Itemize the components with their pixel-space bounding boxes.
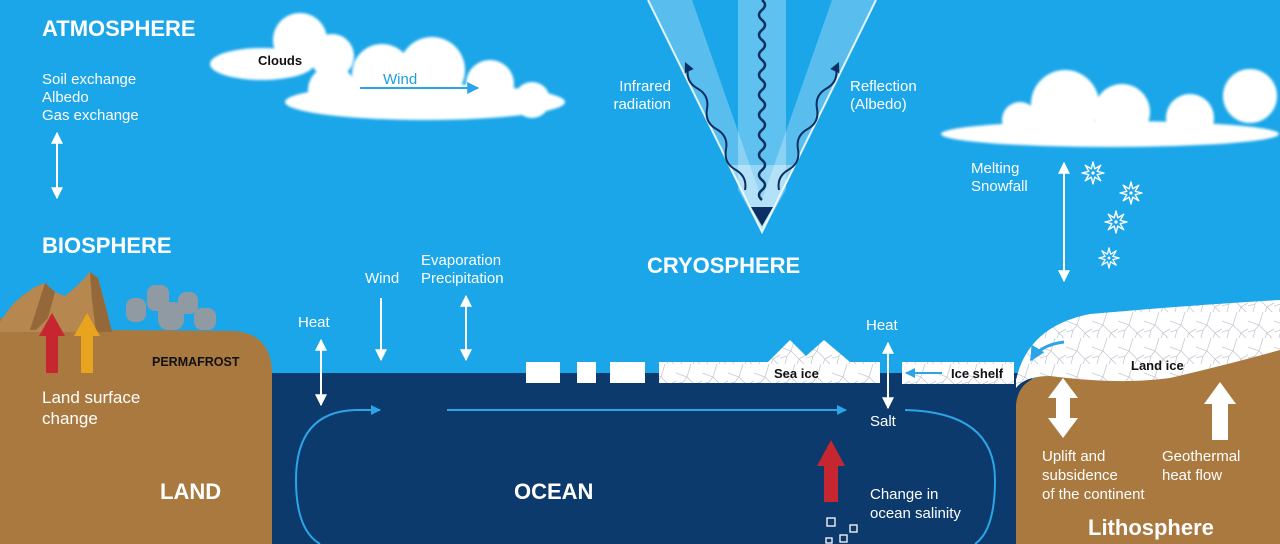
ocean-title: OCEAN xyxy=(514,479,593,504)
reflection-label-line2: (Albedo) xyxy=(850,96,907,113)
heat-left-label: Heat xyxy=(298,314,331,331)
infrared-wave-icon xyxy=(686,68,747,191)
incoming-radiation-arrowhead-icon xyxy=(751,207,773,226)
ice-floe xyxy=(610,362,645,383)
mountain-shadow xyxy=(90,272,112,332)
infrared-label-line1: Infrared xyxy=(619,78,671,95)
ice-floe xyxy=(526,362,560,383)
melting-label: Melting xyxy=(971,160,1019,177)
land-surface-change-line1: Land surface xyxy=(42,388,140,407)
ice-floe xyxy=(577,362,596,383)
land-ice-flow-arrow-icon xyxy=(1029,340,1065,362)
evaporation-label: Evaporation xyxy=(421,252,501,269)
land-ice-sheet xyxy=(1016,300,1280,388)
sea-ice xyxy=(659,340,880,383)
salt-bubbles-icon xyxy=(825,517,858,544)
snowfall-label: Snowfall xyxy=(971,178,1028,195)
land-title: LAND xyxy=(160,479,221,504)
sea-ice-label: Sea ice xyxy=(774,366,819,381)
cloud-wind-label: Wind xyxy=(383,71,417,88)
infrared-arrowhead-icon xyxy=(684,62,694,74)
circulation-left-arrow-icon xyxy=(294,405,381,544)
biosphere-title: BIOSPHERE xyxy=(42,233,172,258)
gas-exchange-label: Gas exchange xyxy=(42,107,139,124)
geothermal-label-line1: Geothermal xyxy=(1162,448,1240,465)
land-surface-arrow-red-icon xyxy=(39,313,65,373)
reflection-label-line1: Reflection xyxy=(850,78,917,95)
permafrost-label: PERMAFROST xyxy=(152,355,240,369)
mountains-icon xyxy=(0,272,112,332)
land-surface-arrow-orange-icon xyxy=(74,313,100,373)
clouds-label: Clouds xyxy=(258,53,302,68)
infrared-label-line2: radiation xyxy=(613,96,671,113)
uplift-label-line2: subsidence xyxy=(1042,467,1118,484)
incoming-radiation-wave-icon xyxy=(757,0,767,201)
reflection-arrowhead-icon xyxy=(830,62,840,74)
land-ice-label: Land ice xyxy=(1131,358,1184,373)
precipitation-label: Precipitation xyxy=(421,270,504,287)
lithosphere-title: Lithosphere xyxy=(1088,515,1214,540)
land-mass-left xyxy=(0,318,272,544)
cryosphere-title: CRYOSPHERE xyxy=(647,253,800,278)
ocean-circulation xyxy=(294,405,997,544)
cloud-right-icon xyxy=(941,69,1279,147)
geothermal-label-line2: heat flow xyxy=(1162,467,1222,484)
albedo-label: Albedo xyxy=(42,89,89,106)
beam-center xyxy=(738,0,786,232)
solar-beam xyxy=(647,0,877,235)
uplift-label-line1: Uplift and xyxy=(1042,448,1105,465)
land-surface-change-line2: change xyxy=(42,409,98,428)
ice-shelf xyxy=(902,362,1014,384)
surface-wind-label: Wind xyxy=(365,270,399,287)
atmosphere-title: ATMOSPHERE xyxy=(42,16,196,41)
geothermal-arrow-icon xyxy=(1204,382,1236,440)
ice-shelf-label: Ice shelf xyxy=(951,366,1004,381)
salinity-label-line1: Change in xyxy=(870,486,938,503)
mountain-shadow xyxy=(30,283,55,330)
heat-right-label: Heat xyxy=(866,317,899,334)
uplift-arrow-icon xyxy=(1048,378,1078,438)
reflection-wave-icon xyxy=(777,68,838,191)
salinity-arrow-icon xyxy=(817,440,845,502)
salinity-label-line2: ocean salinity xyxy=(870,505,961,522)
circulation-right-curve xyxy=(904,409,997,544)
vegetation-icon xyxy=(126,285,216,330)
salt-label: Salt xyxy=(870,413,897,430)
uplift-label-line3: of the continent xyxy=(1042,486,1145,503)
soil-exchange-label: Soil exchange xyxy=(42,71,136,88)
beam-outline xyxy=(647,0,877,235)
ocean-body xyxy=(272,373,1032,544)
